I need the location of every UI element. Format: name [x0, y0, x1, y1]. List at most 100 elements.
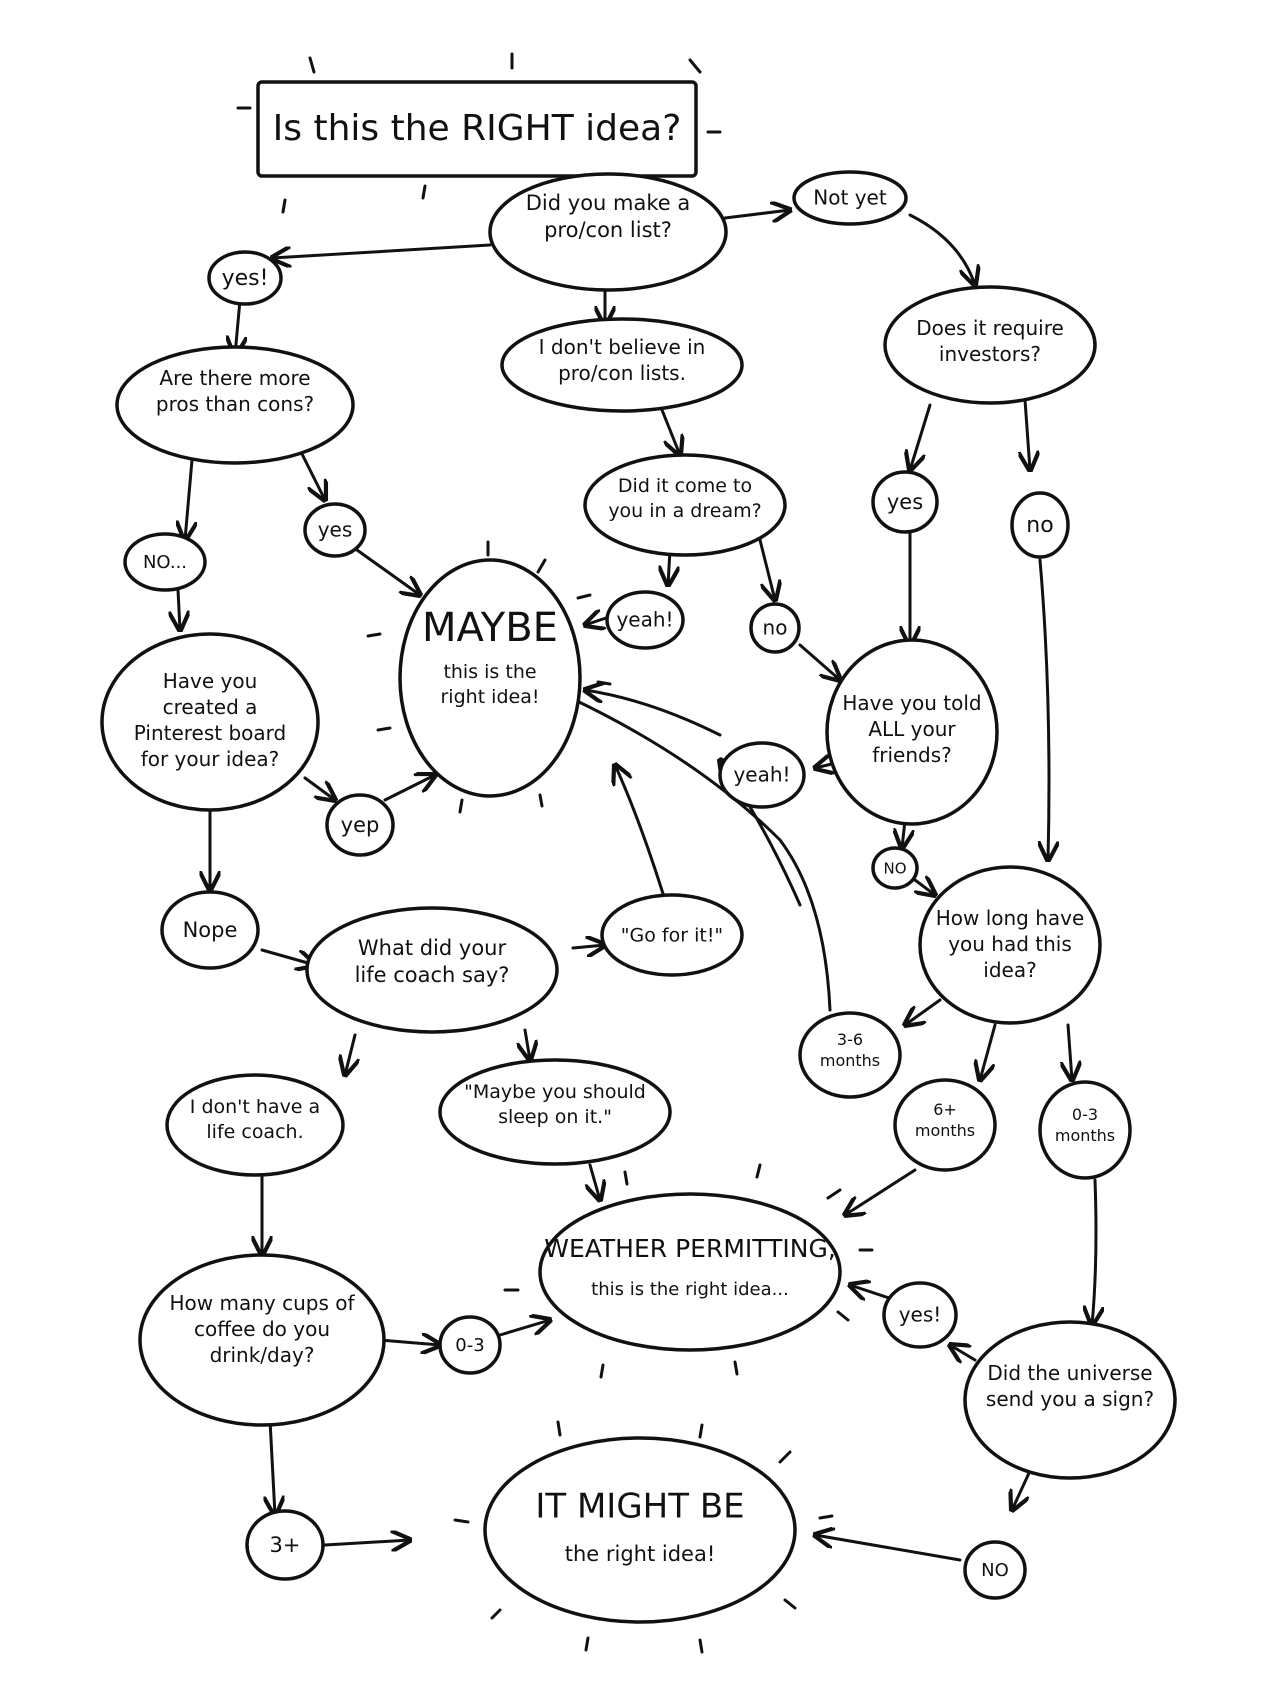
edge-life-coach-to-no-coach — [345, 1033, 355, 1075]
svg-text:yes!: yes! — [222, 266, 269, 291]
node-investors-label: Does it require investors? — [916, 316, 1064, 366]
weather-rays — [503, 1163, 874, 1379]
svg-text:NO: NO — [981, 1560, 1009, 1581]
node-sleep-on-it: "Maybe you should sleep on it." — [438, 1058, 672, 1166]
node-universe: Did the universe send you a sign? — [963, 1320, 1177, 1480]
edge-yep-to-maybe — [383, 775, 435, 802]
svg-text:NO...: NO... — [143, 552, 187, 573]
svg-text:0-3: 0-3 — [455, 1335, 484, 1356]
edge-yes-to-weather — [850, 1285, 897, 1302]
svg-text:Not yet: Not yet — [813, 186, 887, 210]
edge-6-to-weather — [845, 1168, 917, 1215]
edge-universe-to-yes — [950, 1345, 977, 1360]
edge-no-dots-to-pinterest — [178, 588, 180, 630]
node-0-3m-label: 0-3 months — [1054, 1105, 1116, 1145]
edge-go-to-maybe — [615, 765, 667, 902]
title-rays — [236, 52, 722, 214]
node-6-months: 6+ months — [893, 1078, 997, 1172]
node-more-pros: Are there more pros than cons? — [115, 345, 355, 465]
maybe-sub: this is the right idea! — [440, 661, 540, 708]
node-friends: Have you told ALL your friends? — [825, 638, 999, 826]
svg-text:yes!: yes! — [899, 1303, 942, 1327]
node-0-3-months: 0-3 months — [1038, 1080, 1132, 1180]
weather-sub: this is the right idea... — [591, 1279, 789, 1300]
svg-text:yes: yes — [887, 490, 923, 514]
edge-pro-con-to-not-yet — [723, 210, 790, 218]
might-rays — [453, 1420, 834, 1654]
edge-investors-to-yes — [910, 403, 932, 470]
edge-life-coach-to-sleep — [525, 1028, 530, 1060]
edge-investors-to-no — [1025, 398, 1030, 470]
node-might-be: IT MIGHT BE the right idea! — [483, 1436, 797, 1624]
edge-sleep-to-weather — [590, 1163, 600, 1200]
node-no-universe: NO — [963, 1540, 1027, 1600]
weather-title: WEATHER PERMITTING, — [544, 1234, 836, 1263]
node-6-label: 6+ months — [914, 1100, 976, 1140]
node-0-3: 0-3 — [438, 1315, 502, 1375]
node-maybe: MAYBE this is the right idea! — [398, 558, 582, 798]
edge-no-to-might — [815, 1535, 962, 1562]
node-coffee-label: How many cups of coffee do you drink/day… — [169, 1291, 355, 1367]
edge-0-3-to-weather — [498, 1320, 550, 1337]
node-dont-believe: I don't believe in pro/con lists. — [500, 317, 744, 413]
node-not-yet: Not yet — [792, 170, 908, 226]
svg-text:Nope: Nope — [183, 918, 238, 942]
edge-0-3m-to-universe — [1092, 1178, 1096, 1325]
edge-pro-con-to-yes — [272, 243, 492, 258]
node-yeah-dream: yeah! — [605, 590, 685, 650]
node-no-investors: no — [1010, 491, 1070, 559]
edge-coffee-to-0-3 — [378, 1340, 440, 1345]
node-life-coach: What did your life coach say? — [305, 906, 559, 1034]
edge-maybe-to-3-6 — [573, 698, 832, 1012]
node-yes-investors: yes — [871, 470, 939, 534]
node-3-plus: 3+ — [245, 1509, 325, 1581]
node-3-6-label: 3-6 months — [819, 1030, 881, 1070]
svg-text:no: no — [1026, 513, 1053, 538]
svg-text:yeah!: yeah! — [733, 763, 790, 787]
edge-not-yet-to-investors — [908, 213, 975, 285]
node-pinterest: Have you created a Pinterest board for y… — [100, 632, 320, 812]
node-weather: WEATHER PERMITTING, this is the right id… — [538, 1192, 842, 1352]
edge-no-to-friends — [798, 643, 840, 680]
node-go-for-it: "Go for it!" — [600, 893, 744, 977]
node-no-coach-label: I don't have a life coach. — [189, 1096, 321, 1143]
svg-text:3+: 3+ — [270, 1533, 301, 1557]
might-sub: the right idea! — [565, 1542, 716, 1566]
edge-more-pros-to-no — [185, 458, 192, 540]
title-box: Is this the RIGHT idea? — [256, 80, 698, 178]
node-coffee: How many cups of coffee do you drink/day… — [138, 1253, 386, 1427]
edge-yes-to-maybe — [348, 543, 420, 595]
node-pinterest-label: Have you created a Pinterest board for y… — [133, 669, 287, 771]
node-yes-pros: yes — [303, 502, 367, 558]
node-nope: Nope — [160, 890, 260, 970]
edge-how-long-to-3-6 — [905, 998, 942, 1025]
node-how-long-label: How long have you had this idea? — [935, 906, 1085, 982]
node-life-coach-label: What did your life coach say? — [354, 936, 510, 988]
edge-no-to-how-long — [913, 880, 935, 895]
edge-dont-believe-to-dream — [658, 403, 680, 455]
node-investors: Does it require investors? — [883, 285, 1097, 405]
svg-text:yep: yep — [341, 813, 380, 837]
node-dream: Did it come to you in a dream? — [583, 453, 787, 557]
page-title: Is this the RIGHT idea? — [273, 108, 682, 149]
edge-how-long-to-6 — [980, 1023, 997, 1080]
svg-text:"Go for it!": "Go for it!" — [621, 925, 723, 947]
node-dont-believe-label: I don't believe in pro/con lists. — [538, 335, 706, 385]
node-no-coach: I don't have a life coach. — [165, 1073, 345, 1177]
edge-life-coach-to-go — [571, 945, 605, 948]
node-sleep-label: "Maybe you should sleep on it." — [464, 1081, 646, 1128]
svg-text:no: no — [763, 616, 788, 640]
node-yep: yep — [325, 793, 395, 857]
node-yes-universe: yes! — [882, 1281, 958, 1349]
maybe-rays — [366, 540, 612, 814]
node-yeah-friends: yeah! — [718, 741, 806, 809]
edge-yeah-to-maybe-2 — [585, 690, 722, 737]
maybe-title: MAYBE — [422, 605, 558, 651]
node-pro-con: Did you make a pro/con list? — [488, 172, 728, 292]
edge-dream-to-no — [758, 538, 775, 600]
edge-3-to-might — [323, 1540, 410, 1545]
svg-text:NO: NO — [883, 860, 906, 878]
edge-how-long-to-0-3m — [1068, 1023, 1072, 1080]
node-how-long: How long have you had this idea? — [918, 865, 1102, 1025]
